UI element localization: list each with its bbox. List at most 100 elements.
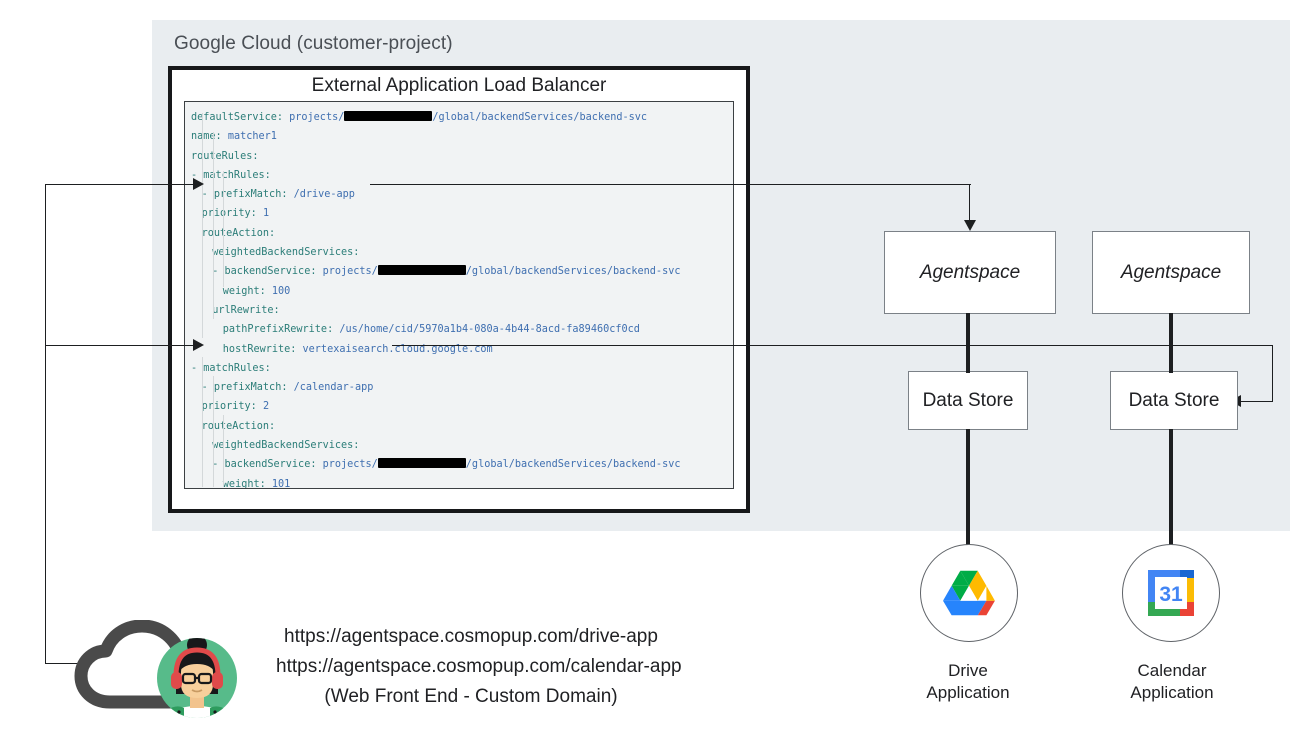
url-drive-app: https://agentspace.cosmopup.com/drive-ap…	[284, 626, 658, 647]
left-rail-vertical	[45, 184, 47, 664]
google-drive-icon	[943, 570, 995, 616]
calendar-application-circle[interactable]: 31	[1122, 544, 1220, 642]
yaml-value-cont: /global/backendServices/backend-svc	[465, 459, 681, 471]
indent-guide	[202, 357, 203, 487]
calendar-route-horizontal	[392, 345, 1273, 347]
frontend-urls: https://agentspace.cosmopup.com/drive-ap…	[276, 622, 682, 712]
yaml-line: - matchRules:	[191, 166, 733, 185]
yaml-line: - prefixMatch: /drive-app	[191, 185, 733, 204]
yaml-value: 2	[262, 401, 270, 413]
yaml-line: - matchRules:	[191, 359, 733, 378]
redacted-project-id	[377, 265, 466, 276]
url-map-yaml-config: defaultService: projects/ /global/backend…	[184, 101, 734, 489]
drive-application-circle[interactable]	[920, 544, 1018, 642]
yaml-line: weightedBackendServices:	[191, 243, 733, 262]
indent-guide	[223, 454, 225, 487]
yaml-key: - matchRules:	[191, 362, 271, 374]
redacted-project-id	[344, 111, 433, 121]
indent-guide	[223, 171, 225, 229]
yaml-line: - backendService: projects/ /global/backe…	[191, 455, 733, 474]
indent-guide	[202, 113, 203, 338]
yaml-key: - backendService:	[212, 266, 323, 278]
yaml-value: 101	[271, 478, 291, 489]
yaml-line: urlRewrite:	[191, 301, 733, 320]
calendar-route-inbound	[1240, 401, 1273, 403]
yaml-line: routeAction:	[191, 224, 733, 243]
yaml-key: - prefixMatch:	[201, 382, 294, 394]
yaml-line: weight: 101	[191, 475, 733, 489]
datastore2-to-calendar-line	[1169, 429, 1173, 545]
yaml-value: 100	[271, 285, 291, 297]
yaml-value: projects/	[322, 266, 378, 278]
drive-request-line	[45, 184, 197, 186]
yaml-key: weightedBackendServices:	[212, 440, 360, 452]
agentspace-box-1-label: Agentspace	[919, 261, 1021, 283]
drive-application-label: Drive Application	[926, 661, 1010, 702]
calendar-route-vertical	[1272, 345, 1274, 402]
yaml-line: weight: 100	[191, 282, 733, 301]
indent-guide	[223, 229, 225, 287]
drive-request-arrow	[193, 178, 204, 190]
google-calendar-icon: 31	[1148, 570, 1194, 616]
yaml-value: projects/	[322, 459, 378, 471]
agentspace-box-2[interactable]: Agentspace	[1092, 231, 1250, 314]
data-store-box-2[interactable]: Data Store	[1110, 371, 1238, 430]
yaml-line: pathPrefixRewrite: /us/home/cid/5970a1b4…	[191, 320, 733, 339]
calendar-application-label: Calendar Application	[1130, 661, 1214, 702]
calendar-request-arrow	[193, 339, 204, 351]
yaml-value: /drive-app	[293, 189, 355, 201]
indent-guide	[223, 415, 225, 454]
url-calendar-app: https://agentspace.cosmopup.com/calendar…	[276, 656, 682, 677]
yaml-value: matcher1	[227, 131, 277, 143]
calendar-day-number: 31	[1159, 583, 1183, 606]
yaml-line: weightedBackendServices:	[191, 436, 733, 455]
yaml-line: routeRules:	[191, 147, 733, 166]
yaml-key: - backendService:	[212, 459, 323, 471]
load-balancer-title: External Application Load Balancer	[311, 75, 607, 96]
yaml-key: - prefixMatch:	[201, 189, 294, 201]
agentspace-box-2-label: Agentspace	[1120, 261, 1222, 283]
yaml-value: /calendar-app	[293, 382, 374, 394]
indent-guide	[212, 376, 214, 487]
yaml-key: routeAction:	[201, 227, 276, 239]
yaml-key: - matchRules:	[191, 169, 271, 181]
yaml-line: priority: 2	[191, 397, 733, 416]
yaml-line: defaultService: projects//global/backend…	[191, 108, 733, 127]
yaml-key: defaultService:	[191, 112, 290, 123]
yaml-key: routeAction:	[201, 420, 276, 432]
yaml-value: /us/home/cid/5970a1b4-080a-4b44-8acd-fa8…	[339, 324, 640, 336]
yaml-key: name:	[191, 131, 228, 143]
yaml-key: priority:	[201, 208, 263, 220]
google-cloud-region-label: Google Cloud (customer-project)	[174, 33, 453, 54]
data-store-box-1[interactable]: Data Store	[908, 371, 1028, 430]
agentspace-box-1[interactable]: Agentspace	[884, 231, 1056, 314]
url-caption: (Web Front End - Custom Domain)	[324, 686, 618, 707]
yaml-line: priority: 1	[191, 204, 733, 223]
yaml-value-cont: /global/backendServices/backend-svc	[465, 266, 681, 278]
internet-user-group	[72, 619, 262, 720]
yaml-key: weightedBackendServices:	[212, 247, 360, 259]
redacted-project-id	[377, 458, 466, 469]
yaml-line: - backendService: projects/ /global/backe…	[191, 262, 733, 281]
data-store-box-2-label: Data Store	[1128, 389, 1220, 411]
yaml-line: hostRewrite: vertexaisearch.cloud.google…	[191, 340, 733, 359]
calendar-request-line	[45, 345, 197, 347]
datastore1-to-drive-line	[966, 429, 970, 545]
yaml-line: name: matcher1	[191, 127, 733, 146]
yaml-value-cont: /global/backendServices/backend-svc	[432, 112, 648, 123]
data-store-box-1-label: Data Store	[922, 389, 1014, 411]
agentspace2-to-datastore2-line	[1169, 313, 1173, 373]
cloud-to-rail-line	[45, 663, 90, 665]
yaml-value: 1	[262, 208, 270, 220]
yaml-key: priority:	[201, 401, 263, 413]
agentspace1-to-datastore1-line	[966, 313, 970, 373]
yaml-value: vertexaisearch.cloud.google.com	[302, 343, 493, 355]
yaml-key: hostRewrite:	[222, 343, 303, 355]
yaml-key: routeRules:	[191, 150, 259, 162]
yaml-key: pathPrefixRewrite:	[222, 324, 340, 336]
yaml-key: weight:	[222, 478, 272, 489]
yaml-line: routeAction:	[191, 417, 733, 436]
yaml-key: weight:	[222, 285, 272, 297]
indent-guide	[212, 132, 214, 319]
